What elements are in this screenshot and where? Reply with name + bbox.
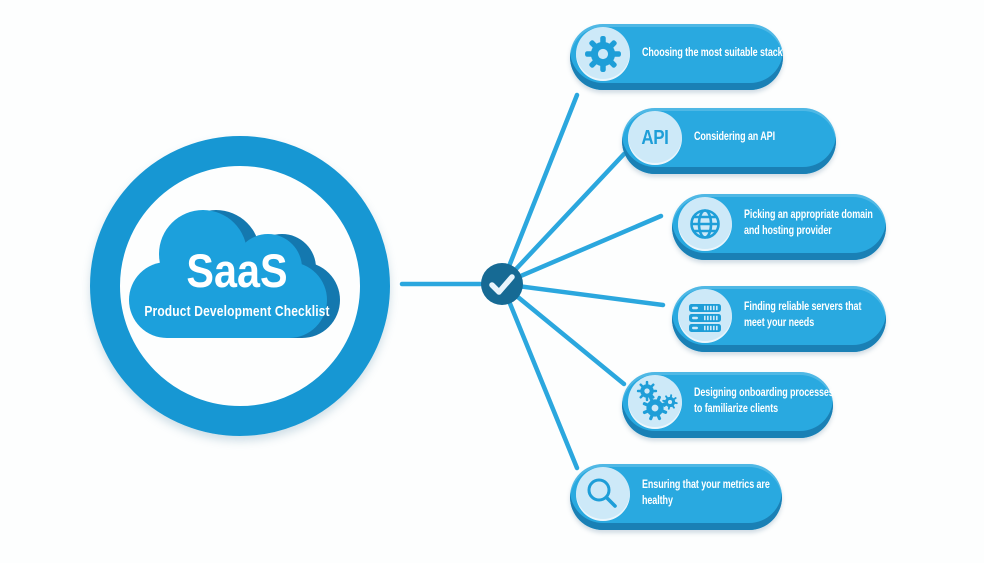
- checklist-item-stack: Choosing the most suitable stack: [570, 24, 783, 90]
- servers-icon: [678, 289, 732, 343]
- checklist-item-servers: Finding reliable servers that meet your …: [672, 286, 886, 352]
- checklist-item-label: Designing onboarding processes to famili…: [694, 387, 834, 415]
- gear-icon: [576, 27, 630, 81]
- center-title: SaaS: [186, 244, 288, 297]
- checklist-item-label: Picking an appropriate domain and hostin…: [744, 209, 873, 237]
- checklist-item-domain: Picking an appropriate domain and hostin…: [672, 194, 886, 260]
- checkmark-icon: [489, 274, 515, 295]
- globe-icon: [678, 197, 732, 251]
- hub-circle: [481, 263, 523, 305]
- api-badge: API: [628, 111, 682, 165]
- checklist-item-metrics: Ensuring that your metrics are healthy: [570, 464, 782, 530]
- cloud-icon: [125, 202, 355, 347]
- checklist-item-onboarding: Designing onboarding processes to famili…: [622, 372, 834, 438]
- center-subtitle: Product Development Checklist: [144, 303, 330, 320]
- checklist-item-label: Ensuring that your metrics are healthy: [642, 479, 770, 507]
- checklist-item-label: Choosing the most suitable stack: [642, 46, 783, 59]
- gears-icon: [628, 375, 682, 429]
- checklist-item-api: API Considering an API: [622, 108, 836, 174]
- checklist-item-label: Considering an API: [694, 130, 775, 143]
- api-badge-text: API: [641, 126, 669, 149]
- checklist-item-label: Finding reliable servers that meet your …: [744, 301, 862, 329]
- magnifier-icon: [576, 467, 630, 521]
